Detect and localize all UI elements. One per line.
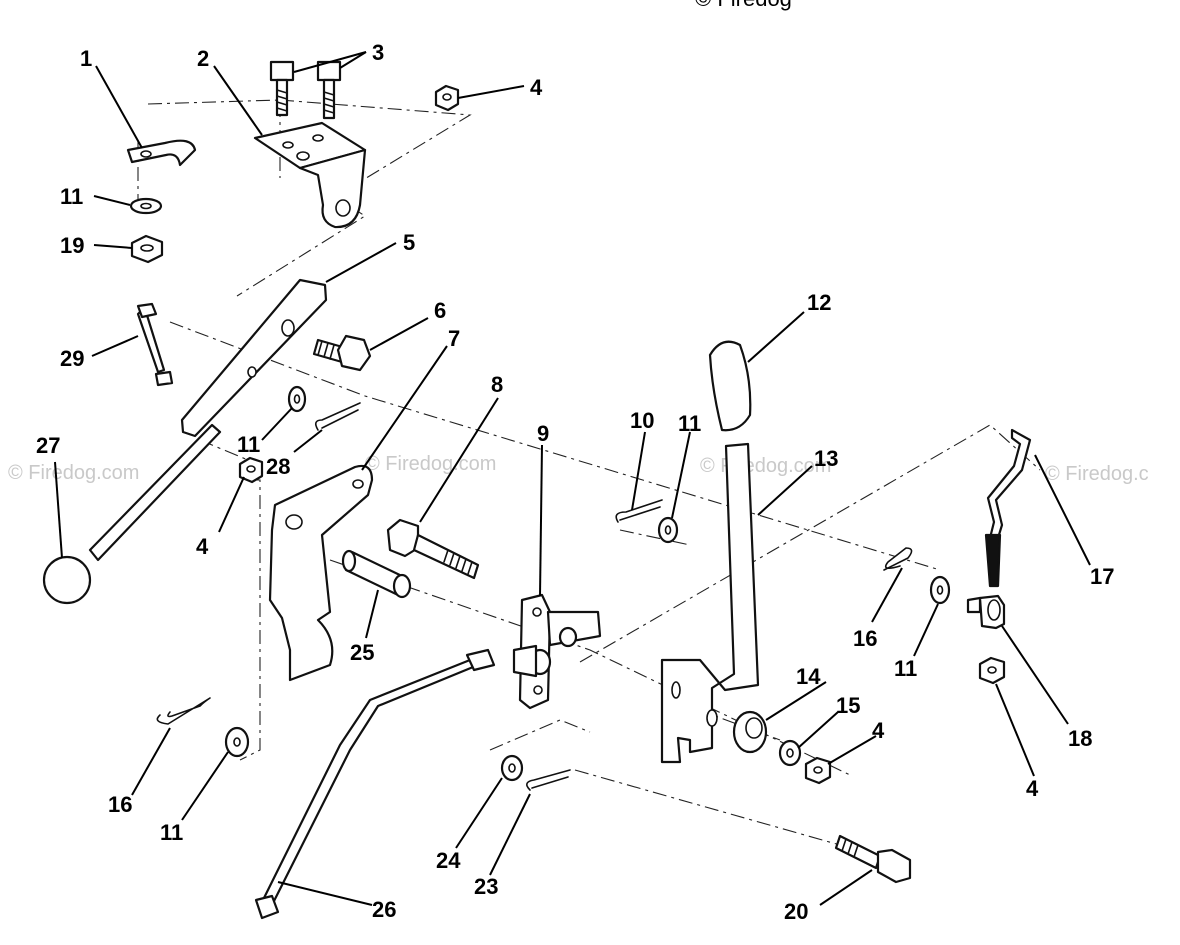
lift-rod-icon [254, 648, 496, 920]
callout-9: 9 [537, 421, 549, 446]
callout-4-left: 4 [196, 534, 209, 559]
watermark-right: © Firedog.c [1045, 463, 1149, 485]
trunnion-icon [966, 594, 1006, 630]
callout-24: 24 [436, 848, 461, 873]
copyright-text: © Firedog [695, 0, 792, 11]
callout-5: 5 [403, 230, 415, 255]
callout-18: 18 [1068, 726, 1092, 751]
mounting-clip-icon [126, 139, 197, 167]
flat-washer-icon [224, 726, 250, 758]
callout-labels: 1 2 3 4 11 19 5 6 7 29 8 12 9 10 11 13 2… [36, 40, 1114, 924]
watermark-left: © Firedog.com [8, 462, 139, 484]
knob-icon [42, 423, 222, 605]
hex-nut-icon [434, 84, 460, 112]
hex-bolt-icon [312, 334, 372, 372]
flat-washer-icon [657, 516, 679, 544]
callout-6: 6 [434, 298, 446, 323]
callout-4-top: 4 [530, 75, 543, 100]
callout-11-mid: 11 [678, 411, 701, 436]
callout-11-left: 11 [237, 432, 260, 457]
callout-16-right: 16 [853, 626, 877, 651]
flat-washer-icon [929, 575, 951, 605]
callout-25: 25 [350, 640, 374, 665]
spacer-tube-icon [341, 549, 412, 599]
callout-11-bottom: 11 [160, 820, 183, 845]
offset-bracket-icon [268, 464, 374, 682]
long-bolt-icon [386, 518, 480, 580]
callout-3: 3 [372, 40, 384, 65]
cotter-pin-icon [314, 402, 361, 431]
hex-nut-icon [130, 234, 164, 264]
mounting-bracket-icon [253, 121, 367, 229]
callout-13: 13 [814, 446, 838, 471]
callout-10: 10 [630, 408, 654, 433]
hex-nut-icon [978, 656, 1006, 685]
callout-4-mid: 4 [872, 718, 885, 743]
handle-grip-icon [708, 340, 752, 432]
hairpin-clip-icon [883, 547, 913, 571]
watermark-center: © Firedog.com [365, 453, 496, 475]
bushing-icon [732, 710, 768, 754]
flat-washer-icon [500, 754, 524, 782]
callout-28: 28 [266, 454, 290, 479]
callout-2: 2 [197, 46, 209, 71]
callout-11-top: 11 [60, 184, 83, 209]
hex-nut-icon [804, 756, 832, 785]
hairpin-clip-icon [156, 697, 211, 725]
callout-12: 12 [807, 290, 831, 315]
callout-7: 7 [448, 326, 460, 351]
callout-15: 15 [836, 693, 860, 718]
callout-8: 8 [491, 372, 503, 397]
callout-27: 27 [36, 433, 60, 458]
callout-19: 19 [60, 233, 84, 258]
callout-16-left: 16 [108, 792, 132, 817]
callout-26: 26 [372, 897, 396, 922]
callout-20: 20 [784, 899, 808, 924]
callout-14: 14 [796, 664, 821, 689]
hex-bolt-icon [269, 60, 342, 120]
callout-4-right: 4 [1026, 776, 1039, 801]
flat-washer-icon [778, 739, 802, 767]
flat-washer-icon [287, 385, 307, 413]
flat-washer-icon [129, 197, 163, 215]
callout-17: 17 [1090, 564, 1114, 589]
pivot-plate-icon [512, 593, 602, 710]
callout-1: 1 [80, 46, 92, 71]
lift-link-bar-icon [180, 278, 328, 438]
link-rod-icon [136, 302, 174, 387]
hex-nut-icon [238, 456, 264, 484]
adjuster-rod-icon [984, 428, 1032, 588]
callout-29: 29 [60, 346, 84, 371]
leader-lines [54, 51, 1091, 906]
callout-23: 23 [474, 874, 498, 899]
cotter-pin-icon [615, 499, 663, 523]
lift-lever-icon [660, 442, 760, 764]
cotter-pin-icon [526, 769, 571, 791]
callout-11-right: 11 [894, 656, 917, 681]
hex-bolt-icon [834, 834, 912, 884]
